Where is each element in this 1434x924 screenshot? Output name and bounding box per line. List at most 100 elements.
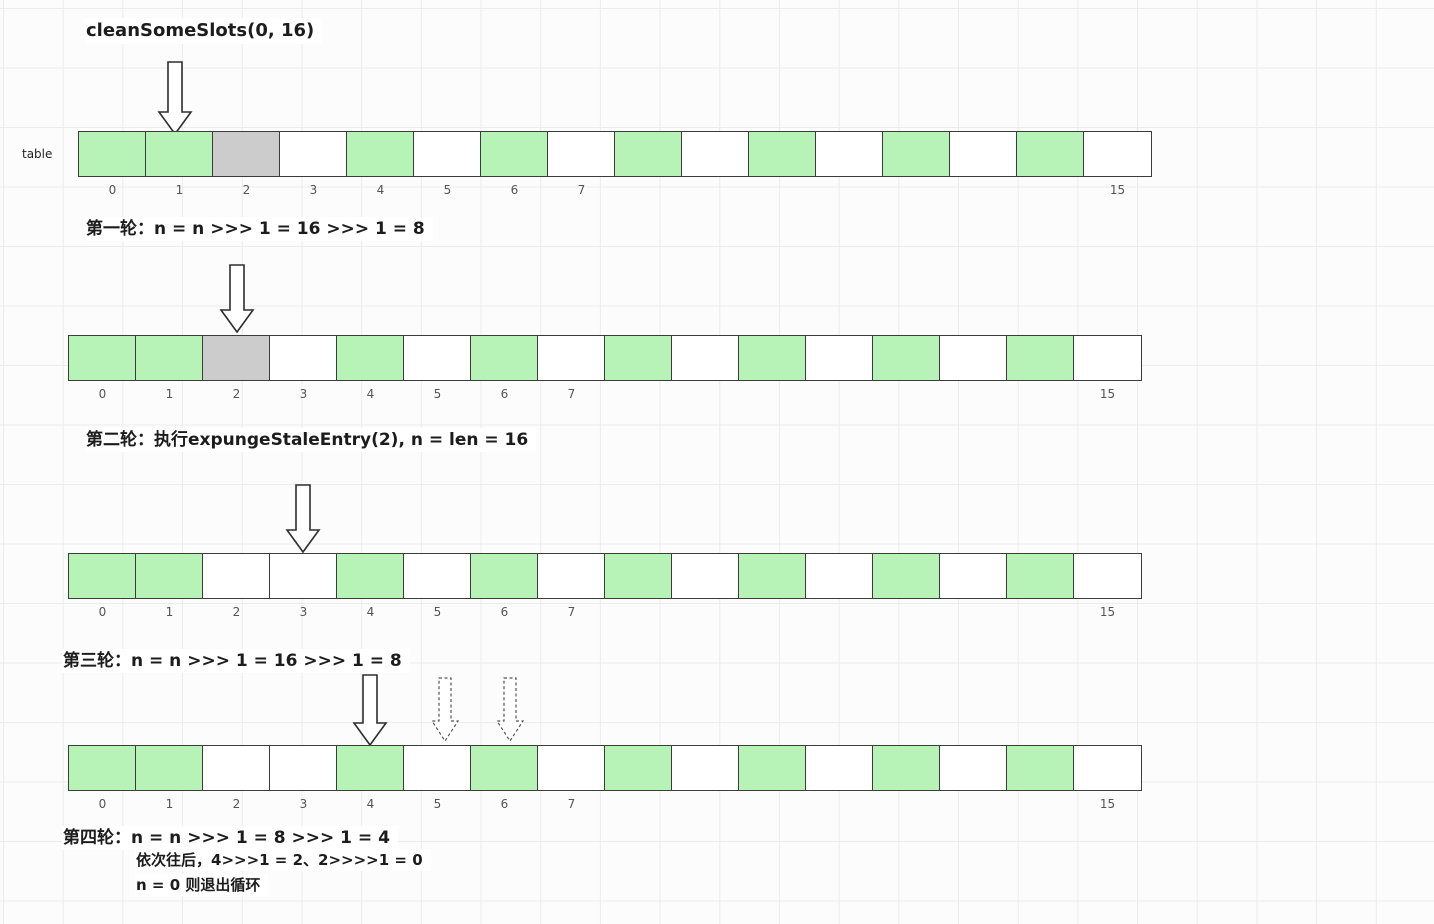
array-cell-2-stale [213, 132, 280, 176]
array-cell-13-empty [940, 554, 1007, 598]
array-cell-9-empty [672, 746, 739, 790]
array-cell-15-empty [1074, 746, 1141, 790]
cell-index-label: 4 [366, 387, 375, 401]
array-cell-1-green [136, 746, 203, 790]
array-cell-5-empty [404, 554, 471, 598]
array-cell-2-empty [203, 554, 270, 598]
array-cell-12-green [883, 132, 950, 176]
array-cell-10-green [739, 746, 806, 790]
array-cell-4-green [347, 132, 414, 176]
cell-index-label: 15 [1099, 387, 1116, 401]
cell-index-label: 5 [443, 183, 452, 197]
array-row-4-cells [68, 745, 1142, 791]
down-arrow-row3 [285, 484, 321, 554]
array-cell-14-green [1007, 746, 1074, 790]
array-cell-8-green [605, 554, 672, 598]
cell-index-label [940, 605, 1007, 619]
cell-index-label: 3 [299, 387, 308, 401]
cell-index-label [605, 797, 672, 811]
table-label: table [22, 147, 53, 161]
cell-index-label [883, 183, 950, 197]
caption-round4-line1: 第四轮：n = n >>> 1 = 8 >>> 1 = 4 [62, 826, 398, 851]
cell-index-label: 4 [376, 183, 385, 197]
cell-index-label [672, 797, 739, 811]
cell-index-label: 15 [1109, 183, 1126, 197]
array-cell-13-empty [940, 746, 1007, 790]
cell-index-label: 3 [299, 797, 308, 811]
cell-index-label [739, 387, 806, 401]
cell-index-label: 0 [108, 183, 117, 197]
array-cell-9-empty [682, 132, 749, 176]
array-cell-6-green [471, 554, 538, 598]
cell-index-label [806, 387, 873, 401]
caption-round2: 第二轮：执行expungeStaleEntry(2), n = len = 16 [85, 428, 537, 453]
array-cell-10-green [739, 336, 806, 380]
cell-index-label: 2 [232, 605, 241, 619]
array-cell-4-green [337, 554, 404, 598]
diagram-title: cleanSomeSlots(0, 16) [85, 18, 323, 44]
cell-index-label: 6 [500, 605, 509, 619]
cell-index-label [739, 605, 806, 619]
cell-index-label: 3 [309, 183, 318, 197]
cell-index-label [940, 387, 1007, 401]
array-cell-3-empty [270, 746, 337, 790]
down-arrow-row1 [157, 61, 193, 136]
array-cell-9-empty [672, 336, 739, 380]
cell-index-label [615, 183, 682, 197]
array-cell-0-green [79, 132, 146, 176]
array-cell-11-empty [816, 132, 883, 176]
cell-index-label: 7 [567, 387, 576, 401]
down-arrow-row2 [219, 264, 255, 334]
array-cell-0-green [69, 746, 136, 790]
cell-index-label: 15 [1099, 797, 1116, 811]
array-cell-5-empty [404, 746, 471, 790]
array-cell-12-green [873, 554, 940, 598]
cell-index-label: 0 [98, 797, 107, 811]
dotted-down-arrow-index6 [495, 677, 525, 743]
array-row-1-cells [78, 131, 1152, 177]
caption-round4-line3: n = 0 则退出循环 [135, 874, 269, 896]
cell-index-label: 2 [232, 797, 241, 811]
cell-index-label [950, 183, 1017, 197]
cell-index-label [739, 797, 806, 811]
down-arrow-row4 [352, 674, 388, 747]
array-cell-2-empty [203, 746, 270, 790]
array-cell-11-empty [806, 746, 873, 790]
cell-index-label: 7 [567, 605, 576, 619]
array-cell-12-green [873, 336, 940, 380]
array-cell-10-green [739, 554, 806, 598]
array-cell-11-empty [806, 336, 873, 380]
array-cell-7-empty [538, 746, 605, 790]
array-cell-15-empty [1084, 132, 1151, 176]
array-cell-14-green [1017, 132, 1084, 176]
cell-index-label: 1 [165, 387, 174, 401]
cell-index-label: 2 [232, 387, 241, 401]
cell-index-label: 6 [500, 387, 509, 401]
cell-index-label [672, 387, 739, 401]
cell-index-label [1007, 797, 1074, 811]
array-cell-1-green [146, 132, 213, 176]
cell-index-label [873, 797, 940, 811]
cell-index-label: 0 [98, 387, 107, 401]
cell-index-label [1017, 183, 1084, 197]
array-cell-0-green [69, 336, 136, 380]
cell-index-label [672, 605, 739, 619]
array-cell-12-green [873, 746, 940, 790]
array-cell-8-green [605, 746, 672, 790]
array-cell-15-empty [1074, 336, 1141, 380]
array-cell-7-empty [538, 554, 605, 598]
array-row-2-cells [68, 335, 1142, 381]
cell-index-label: 5 [433, 797, 442, 811]
caption-round1: 第一轮：n = n >>> 1 = 16 >>> 1 = 8 [85, 217, 433, 242]
array-cell-1-green [136, 554, 203, 598]
cell-index-label: 6 [500, 797, 509, 811]
array-cell-11-empty [806, 554, 873, 598]
cell-index-label: 1 [175, 183, 184, 197]
array-cell-6-green [471, 746, 538, 790]
